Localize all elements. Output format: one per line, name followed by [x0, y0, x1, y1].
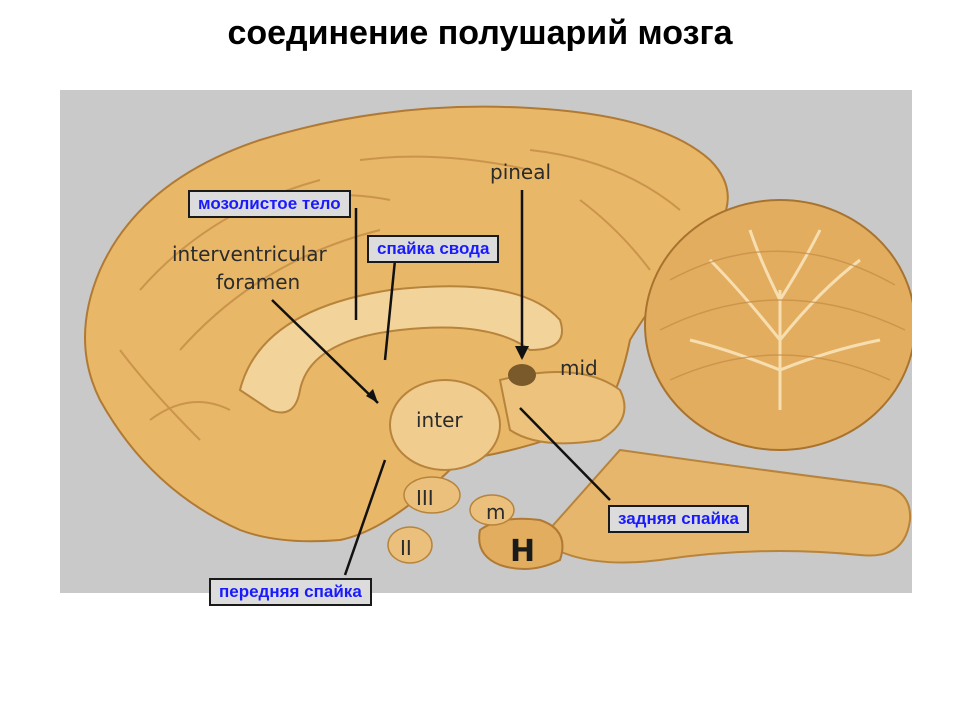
second-nerve-area	[387, 526, 433, 564]
ii-label: II	[400, 536, 412, 560]
posterior-commissure-pointer	[519, 407, 611, 501]
inter-label: inter	[416, 408, 463, 432]
m-label: m	[486, 500, 506, 524]
midbrain-region	[498, 371, 626, 445]
h-label: H	[510, 534, 536, 569]
hypophysis	[478, 517, 564, 570]
pointer-lines	[271, 190, 611, 576]
corpus-callosum	[238, 285, 563, 414]
pineal-label: pineal	[490, 160, 552, 184]
fornix-pointer	[383, 259, 397, 361]
mid-label: mid	[560, 356, 598, 380]
page-title: соединение полушарий мозга	[227, 14, 733, 52]
callout-fornix-commissure: спайка свода	[367, 235, 500, 263]
gyri-lines	[119, 149, 681, 441]
brain-sagittal-photo: interventricular foramen pineal mid inte…	[60, 90, 912, 593]
foramen-pointer	[271, 299, 379, 404]
foramen-arrowhead	[366, 389, 378, 403]
mammillary-area	[469, 494, 515, 526]
callout-posterior-commissure: задняя спайка	[608, 505, 749, 533]
callout-anterior-commissure: передняя спайка	[209, 578, 372, 606]
foramen-label: foramen	[216, 270, 301, 294]
pineal-arrowhead	[515, 346, 529, 360]
cerebellum-folia	[659, 250, 906, 381]
iii-label: III	[416, 486, 434, 510]
third-nerve-area	[403, 476, 461, 514]
thalamus	[389, 379, 501, 471]
arbor-vitae	[689, 229, 881, 410]
pineal-gland	[508, 364, 536, 386]
anterior-commissure-pointer	[343, 459, 387, 576]
callout-corpus-callosum: мозолистое тело	[188, 190, 351, 218]
interventricular-label: interventricular	[172, 242, 327, 266]
